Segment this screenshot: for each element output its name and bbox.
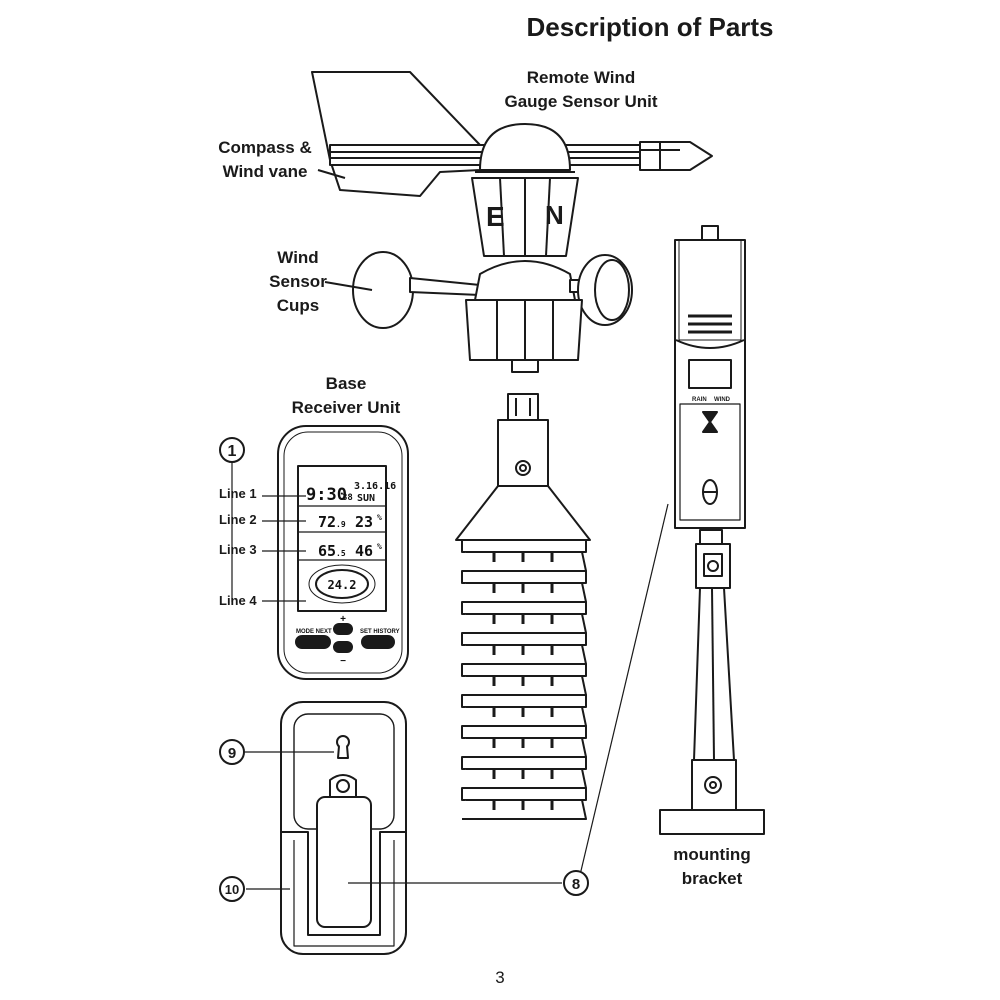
display-line-1-label: Line 1 <box>219 486 257 501</box>
lcd-humidity-in: 46 <box>355 542 373 560</box>
lcd-wind-speed: 24.2 <box>328 578 357 592</box>
base-label: Base Receiver Unit <box>276 372 416 420</box>
shield-plates <box>461 539 587 820</box>
lcd-seconds: 38 <box>342 493 353 503</box>
mounting-label-line2: bracket <box>681 869 743 888</box>
compass-label: Compass & Wind vane <box>210 136 320 184</box>
shield-plate <box>461 539 587 553</box>
mounting-bracket <box>659 529 765 835</box>
plus-button[interactable] <box>334 624 352 634</box>
base-label-line2: Receiver Unit <box>291 398 401 417</box>
compass-label-line1: Compass & <box>218 138 312 157</box>
callout-1-circle <box>219 437 245 463</box>
minus-label: − <box>340 656 346 667</box>
shield-plate <box>461 725 587 739</box>
base-receiver-unit <box>277 425 409 680</box>
cups-label-line1: Wind <box>277 248 319 267</box>
callout-10: 10 <box>225 882 239 897</box>
radiation-shield <box>455 393 591 541</box>
transmitter-unit <box>674 225 746 529</box>
callout-9-circle <box>219 739 245 765</box>
lcd-date: 3.16.16 <box>354 481 396 492</box>
lcd-temp-out: 72 <box>318 513 336 531</box>
wind-vane <box>311 71 713 257</box>
compass-pointer <box>317 169 346 179</box>
minus-button[interactable] <box>334 642 352 652</box>
lcd-time: 9:30 <box>306 485 347 505</box>
cups-label-line3: Cups <box>276 296 320 315</box>
vane-letter-east: E <box>486 201 505 232</box>
compass-label-line2: Wind vane <box>222 162 308 181</box>
callout-8-circle <box>563 870 589 896</box>
mounting-label: mounting bracket <box>652 843 772 891</box>
page-number: 3 <box>495 968 505 987</box>
plus-label: + <box>340 614 346 625</box>
display-line-3-label: Line 3 <box>219 542 257 557</box>
callout-9: 9 <box>228 745 236 762</box>
shield-plate <box>461 756 587 770</box>
cups-label-line2: Sensor <box>269 272 327 291</box>
vane-letter-north: N <box>545 200 564 230</box>
remote-wind-label-line1: Remote Wind <box>526 68 636 87</box>
remote-wind-label: Remote Wind Gauge Sensor Unit <box>496 66 666 114</box>
lcd-percent-out: % <box>377 513 382 522</box>
cups-label: Wind Sensor Cups <box>258 246 338 318</box>
lcd-temp-out-decimal: .9 <box>336 520 346 529</box>
lcd-humidity-out: 23 <box>355 513 373 531</box>
lcd-temp-in-decimal: .5 <box>336 549 346 558</box>
shield-plate <box>461 694 587 708</box>
shield-plate <box>461 663 587 677</box>
shield-plate <box>461 601 587 615</box>
display-line-2-label: Line 2 <box>219 512 257 527</box>
callout-8: 8 <box>572 876 580 893</box>
set-history-button[interactable] <box>362 636 394 648</box>
lcd-temp-in: 65 <box>318 542 336 560</box>
set-history-label: SET HISTORY <box>360 629 400 635</box>
remote-wind-label-line2: Gauge Sensor Unit <box>504 92 658 111</box>
callout-8-pointer-2 <box>579 503 669 876</box>
shield-plate <box>461 570 587 584</box>
wind-cups <box>324 251 633 373</box>
rain-label: RAIN <box>692 397 707 403</box>
callout-1: 1 <box>228 443 237 460</box>
receiver-back-stand <box>280 701 407 955</box>
base-label-line1: Base <box>325 374 367 393</box>
shield-plate <box>461 632 587 646</box>
lcd-day: SUN <box>357 493 375 504</box>
wind-label: WIND <box>714 397 731 403</box>
shield-plate <box>461 787 587 801</box>
display-line-4-label: Line 4 <box>219 593 257 608</box>
callout-10-circle <box>219 876 245 902</box>
mounting-label-line1: mounting <box>673 845 751 864</box>
mode-next-label: MODE NEXT <box>296 629 332 635</box>
page-title: Description of Parts <box>526 12 774 42</box>
lcd-percent-in: % <box>377 542 382 551</box>
mode-next-button[interactable] <box>296 636 330 648</box>
